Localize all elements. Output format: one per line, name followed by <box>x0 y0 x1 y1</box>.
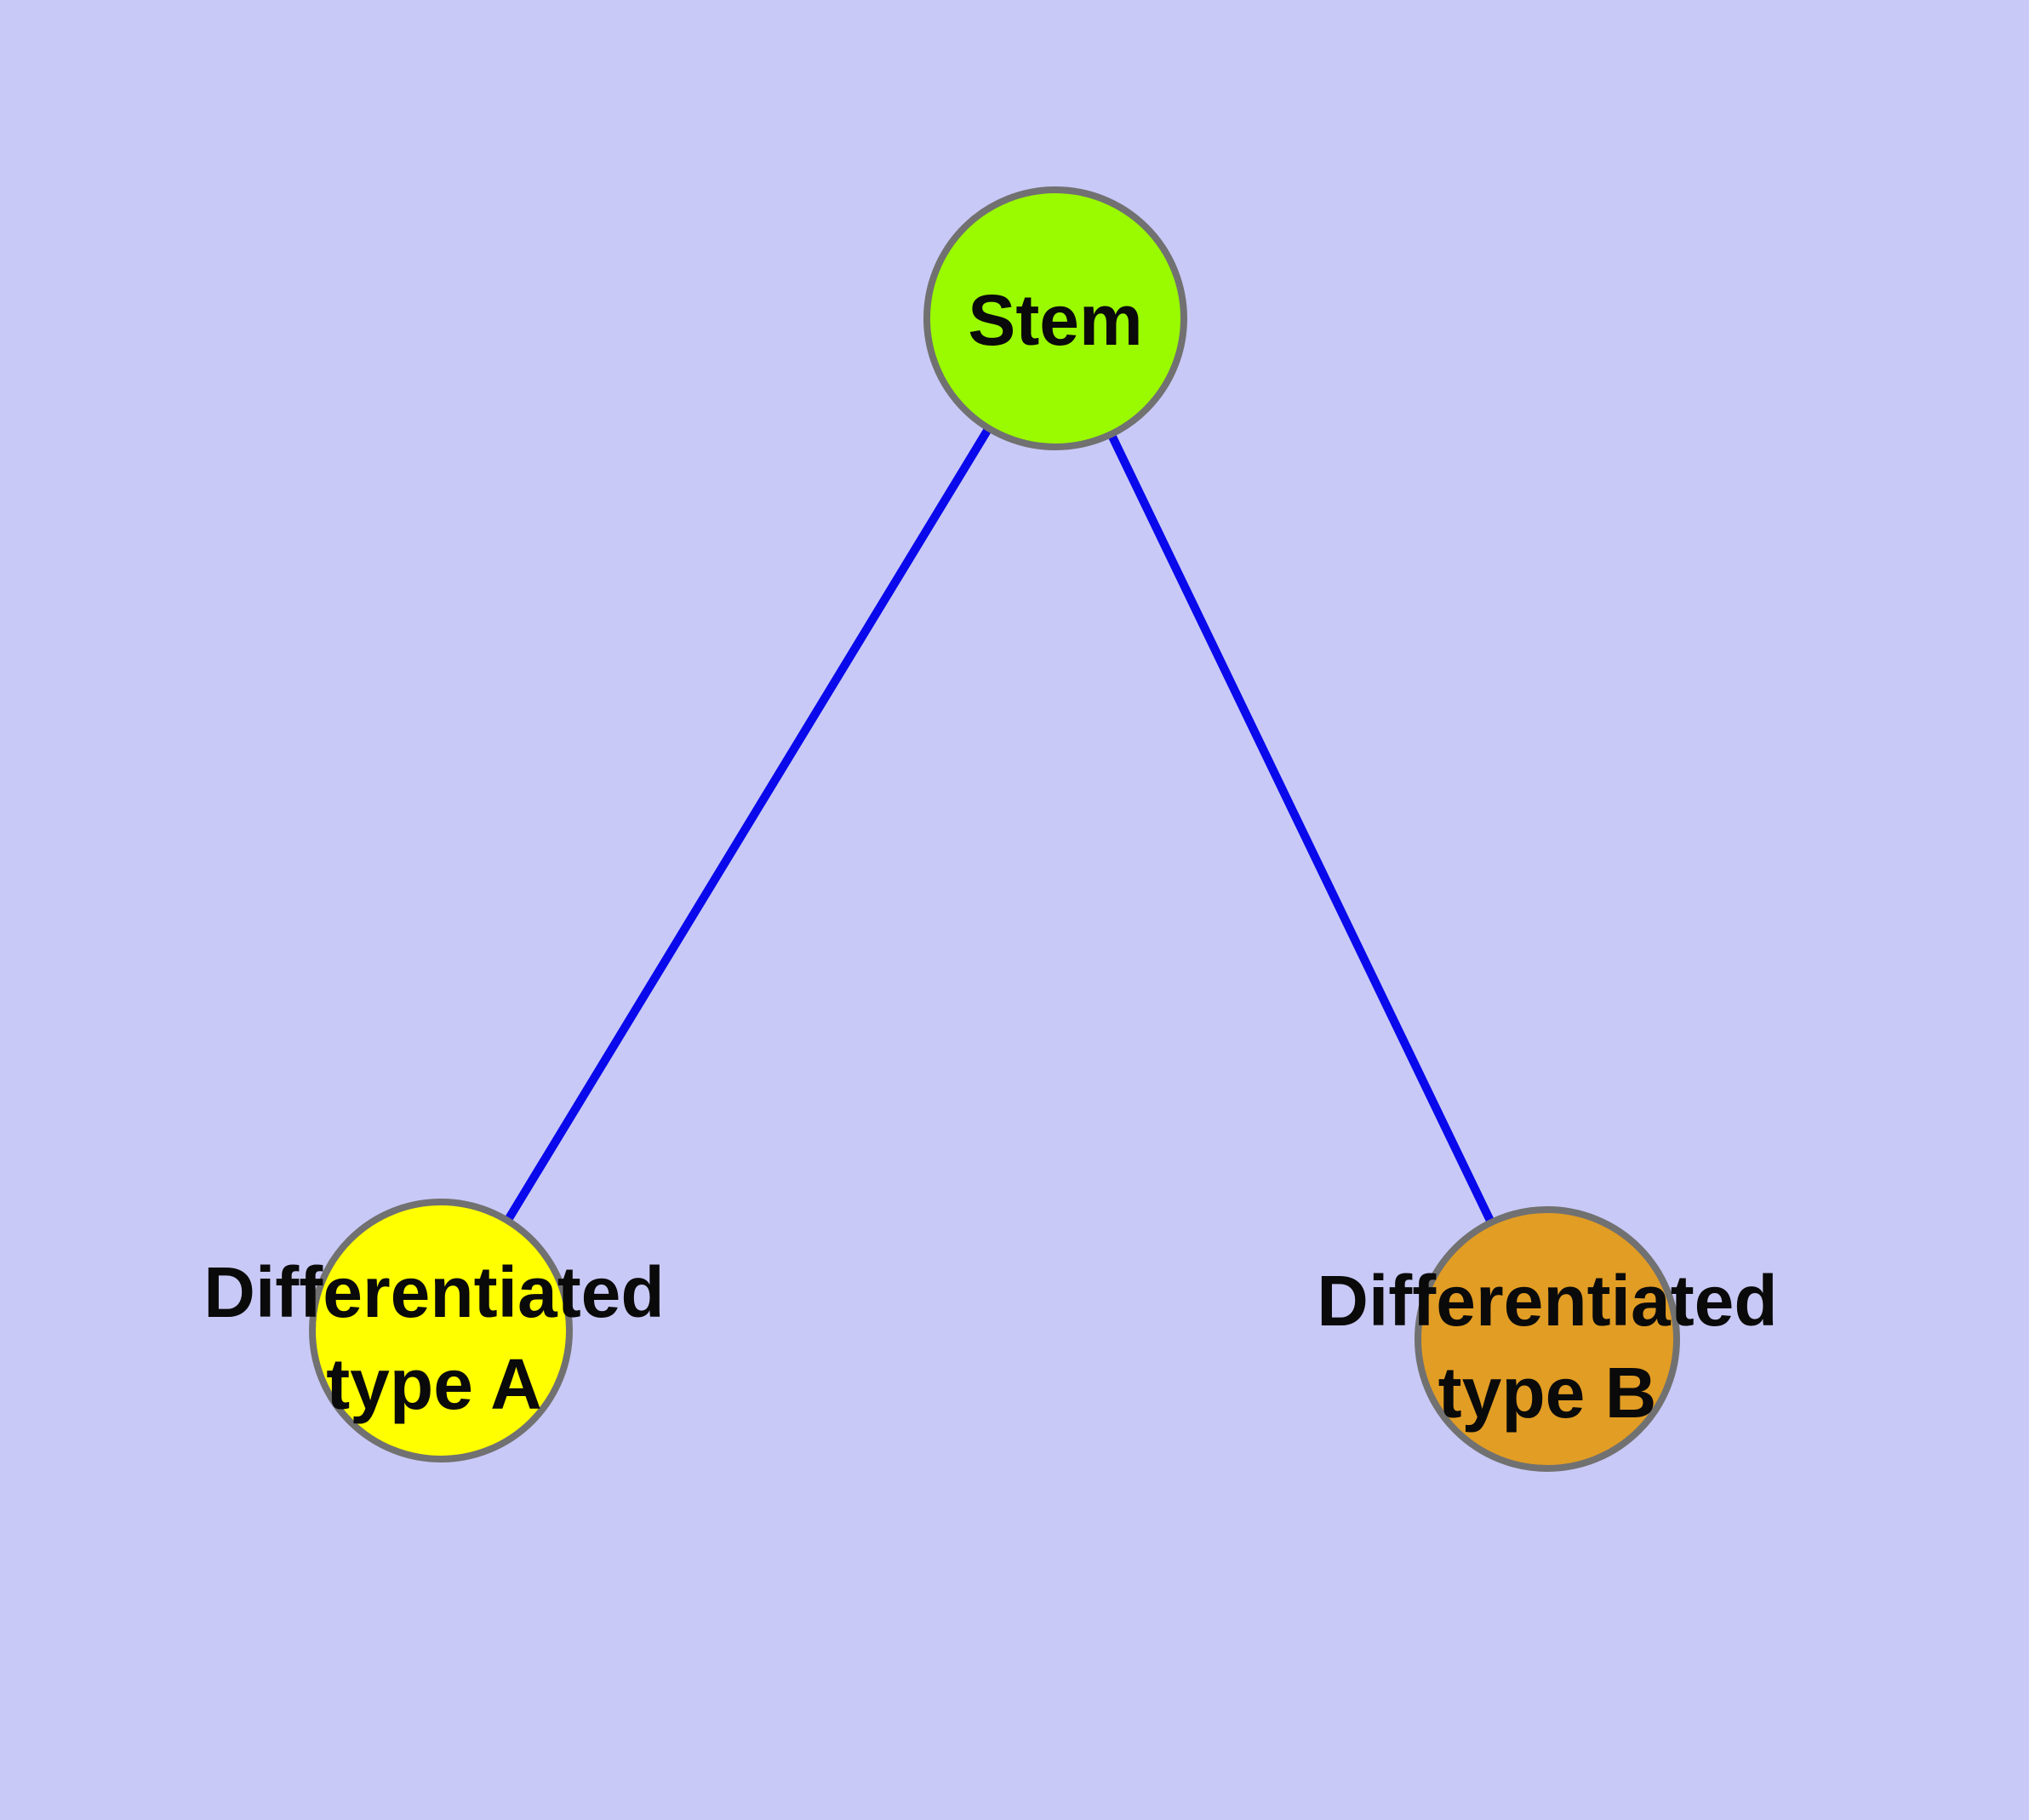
node-differentiated-type-b-label-line2: type B <box>1438 1353 1657 1433</box>
node-differentiated-type-a-label-line2: type A <box>326 1344 542 1424</box>
node-differentiated-type-b-circle[interactable] <box>1415 1206 1680 1472</box>
edge-stem-to-type-a <box>437 316 1060 1333</box>
node-stem-label: Stem <box>968 280 1142 360</box>
edge-stem-to-type-b <box>1051 316 1552 1342</box>
node-stem[interactable]: Stem <box>923 186 1187 450</box>
node-stem-circle[interactable] <box>923 186 1187 450</box>
node-differentiated-type-a[interactable]: Differentiated type A <box>203 1199 665 1462</box>
edges <box>437 316 1552 1342</box>
node-differentiated-type-b[interactable]: Differentiated type B <box>1317 1206 1778 1472</box>
node-differentiated-type-a-label-line1: Differentiated <box>203 1252 664 1332</box>
node-differentiated-type-a-circle[interactable] <box>309 1199 573 1462</box>
node-differentiated-type-b-label-line1: Differentiated <box>1317 1261 1777 1341</box>
